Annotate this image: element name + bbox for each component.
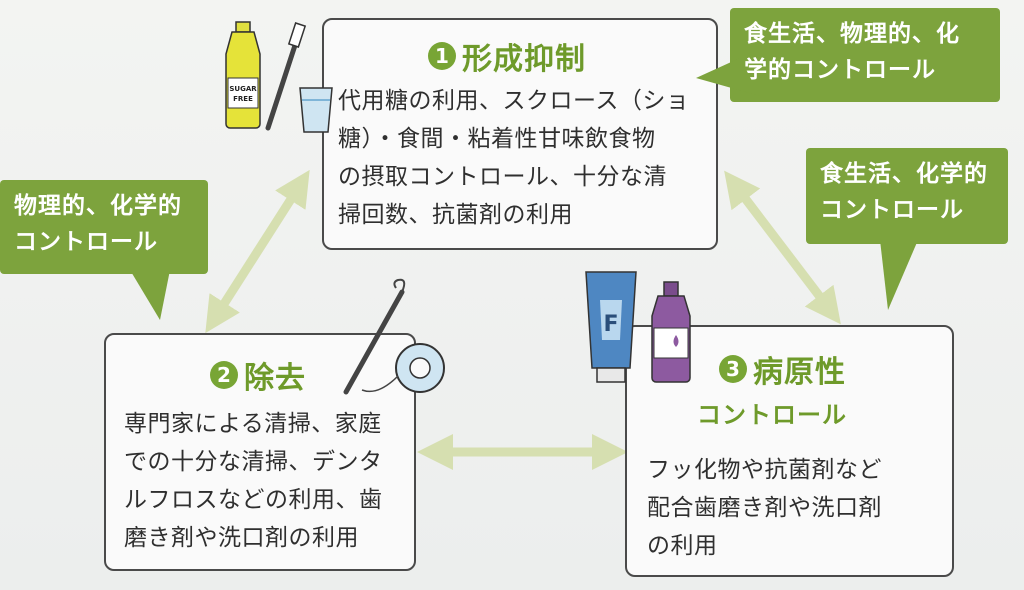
sugar-free-bottle-icon: SUGAR FREE <box>225 21 261 129</box>
box2-number: 2 <box>210 361 238 389</box>
box1-title-text: 形成抑制 <box>462 42 586 77</box>
cup-icon <box>299 87 333 133</box>
toothbrush-icon <box>265 22 307 131</box>
box1-text: 代用糖の利用、スクロース（ショ 糖）・食間・粘着性甘味飲食物 の摂取コントロール… <box>338 88 690 228</box>
arrow-box1-box2 <box>205 169 310 334</box>
box3-number: 3 <box>719 355 747 383</box>
arrow-box1-box3 <box>724 170 841 325</box>
fluoride-toothpaste-icon: F <box>585 271 637 383</box>
box1-number: 1 <box>428 42 456 70</box>
box1-title: 1 形成抑制 <box>428 34 586 78</box>
callout-left-text: 物理的、化学的 コントロール <box>0 180 208 274</box>
box3-text: フッ化物や抗菌剤など 配合歯磨き剤や洗口剤 の利用 <box>647 457 882 559</box>
box3-subtitle: コントロール <box>697 401 847 429</box>
dental-pick-icon <box>343 278 406 395</box>
mouthwash-bottle-icon <box>651 281 691 383</box>
svg-text:F: F <box>603 312 618 337</box>
callout-top-right-text: 食生活、物理的、化 学的コントロール <box>730 8 1000 102</box>
box-removal: 2 除去 専門家による清掃、家庭 での十分な清掃、デンタ ルフロスなどの利用、歯… <box>104 333 416 571</box>
box3-title-text: 病原性 <box>753 355 846 390</box>
callout-mid-right-text: 食生活、化学的 コントロール <box>806 148 1008 244</box>
box2-title-text: 除去 <box>244 361 306 396</box>
box2-text: 専門家による清掃、家庭 での十分な清掃、デンタ ルフロスなどの利用、歯 磨き剤や… <box>124 411 383 551</box>
dental-floss-icon <box>361 343 445 393</box>
box2-title: 2 除去 <box>210 353 306 397</box>
box3-title: 3 病原性 <box>719 347 846 391</box>
svg-text:SUGAR: SUGAR <box>229 85 257 93</box>
svg-text:FREE: FREE <box>233 95 253 103</box>
box-formation-suppression: 1 形成抑制 代用糖の利用、スクロース（ショ 糖）・食間・粘着性甘味飲食物 の摂… <box>322 18 718 250</box>
